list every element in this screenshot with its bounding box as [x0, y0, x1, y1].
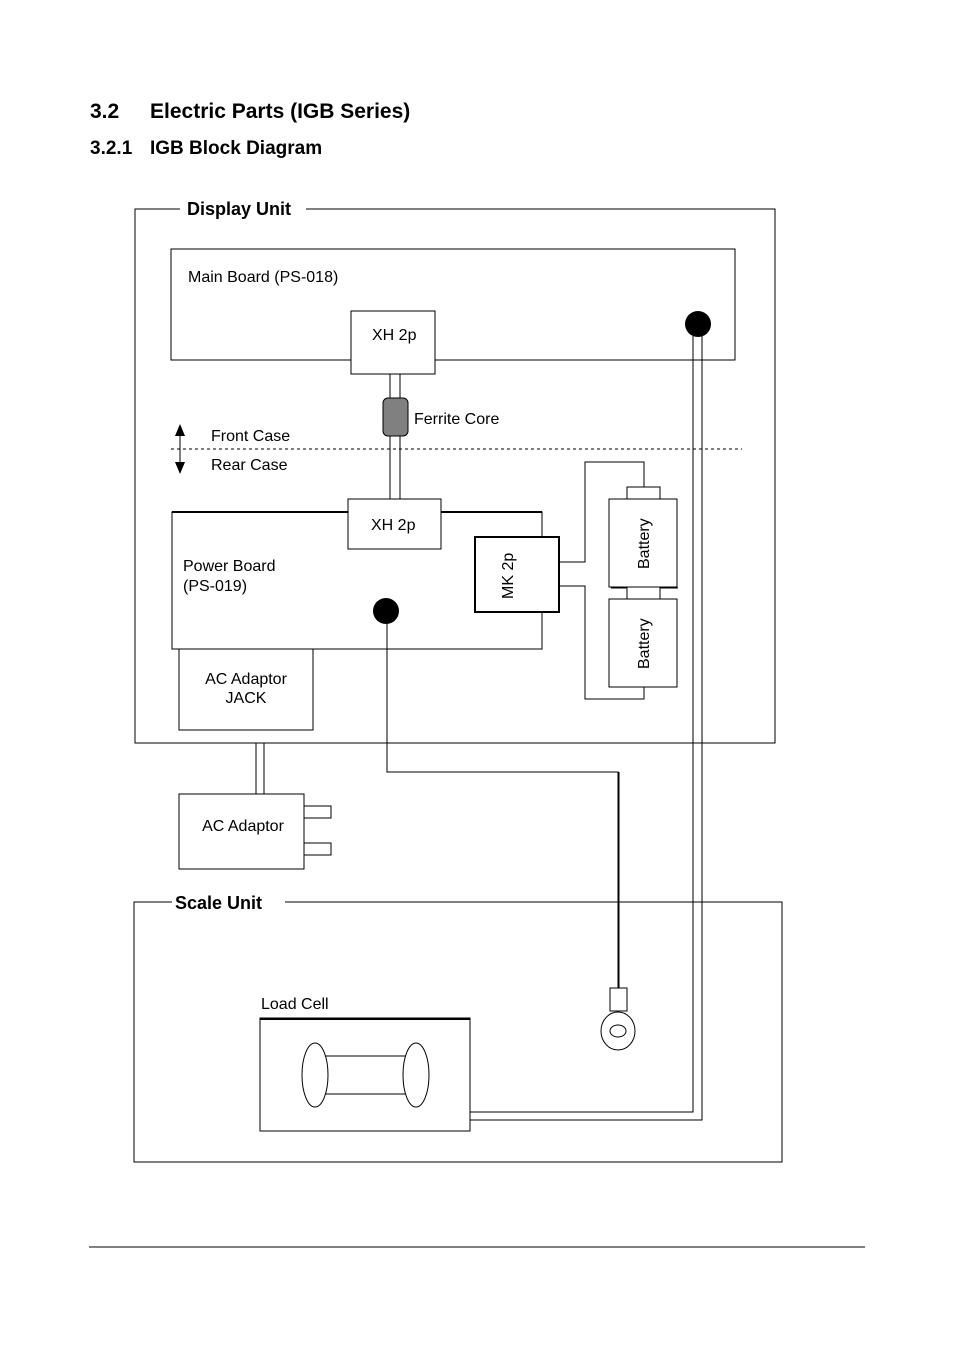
ac-adaptor-box — [178, 793, 305, 870]
subsection-heading: 3.2.1 IGB Block Diagram — [90, 138, 322, 160]
front-case-label: Front Case — [211, 428, 290, 445]
subsection-title: IGB Block Diagram — [150, 138, 323, 159]
section-heading: 3.2 Electric Parts (IGB Series) — [90, 100, 410, 124]
battery-top — [608, 498, 678, 588]
load-cell-end-left — [301, 1042, 329, 1108]
battery-wire-bottom — [559, 585, 645, 700]
battery-wire-top — [559, 461, 645, 563]
mk-label: MK 2p — [500, 553, 517, 599]
power-board-label-line2: (PS-019) — [183, 578, 247, 595]
scale-unit-frame — [133, 901, 783, 1163]
xh-top-connector — [350, 310, 436, 375]
section-title: Electric Parts (IGB Series) — [150, 100, 411, 123]
load-cell-cable-inner — [470, 336, 694, 1113]
load-cell-cable-outer — [470, 336, 703, 1121]
battery-top-terminal — [626, 486, 661, 500]
battery-bottom — [608, 598, 678, 688]
rear-case-label: Rear Case — [211, 457, 288, 474]
ac-jack-label-line2: JACK — [226, 690, 267, 707]
ferrite-core — [382, 397, 409, 437]
display-unit-frame — [134, 208, 776, 744]
arrow-up-icon — [175, 424, 185, 436]
mk-connector — [474, 536, 560, 613]
load-cell-end-right — [402, 1042, 430, 1108]
section-number: 3.2 — [90, 100, 120, 123]
arrow-down-icon — [175, 462, 185, 474]
xh-bottom-label: XH 2p — [371, 517, 416, 534]
main-board-label: Main Board (PS-018) — [188, 269, 338, 286]
main-board-ground-point — [685, 311, 711, 337]
main-board-box — [170, 248, 736, 361]
ferrite-core-label: Ferrite Core — [414, 411, 499, 428]
ac-jack-box — [178, 648, 314, 731]
battery-top-label: Battery — [636, 518, 653, 569]
xh-bottom-connector — [347, 498, 442, 550]
load-cell-label: Load Cell — [261, 996, 329, 1013]
scale-unit-label: Scale Unit — [175, 893, 262, 913]
power-board-label-line1: Power Board — [183, 558, 276, 575]
ring-terminal-hole — [609, 1024, 627, 1038]
power-board-ground-point — [373, 598, 399, 624]
load-cell-box — [259, 1017, 471, 1132]
ac-adaptor-label: AC Adaptor — [202, 818, 285, 835]
display-unit-label: Display Unit — [187, 199, 291, 219]
ground-wire-power-board — [386, 624, 619, 988]
subsection-number: 3.2.1 — [90, 138, 133, 159]
xh-top-label: XH 2p — [372, 327, 417, 344]
plug-prong-top — [303, 805, 332, 819]
ring-terminal-crimp — [609, 987, 628, 1012]
battery-bottom-label: Battery — [636, 618, 653, 669]
ac-jack-label-line1: AC Adaptor — [205, 671, 288, 688]
plug-prong-bottom — [303, 842, 332, 856]
battery-bottom-terminal — [626, 586, 661, 600]
